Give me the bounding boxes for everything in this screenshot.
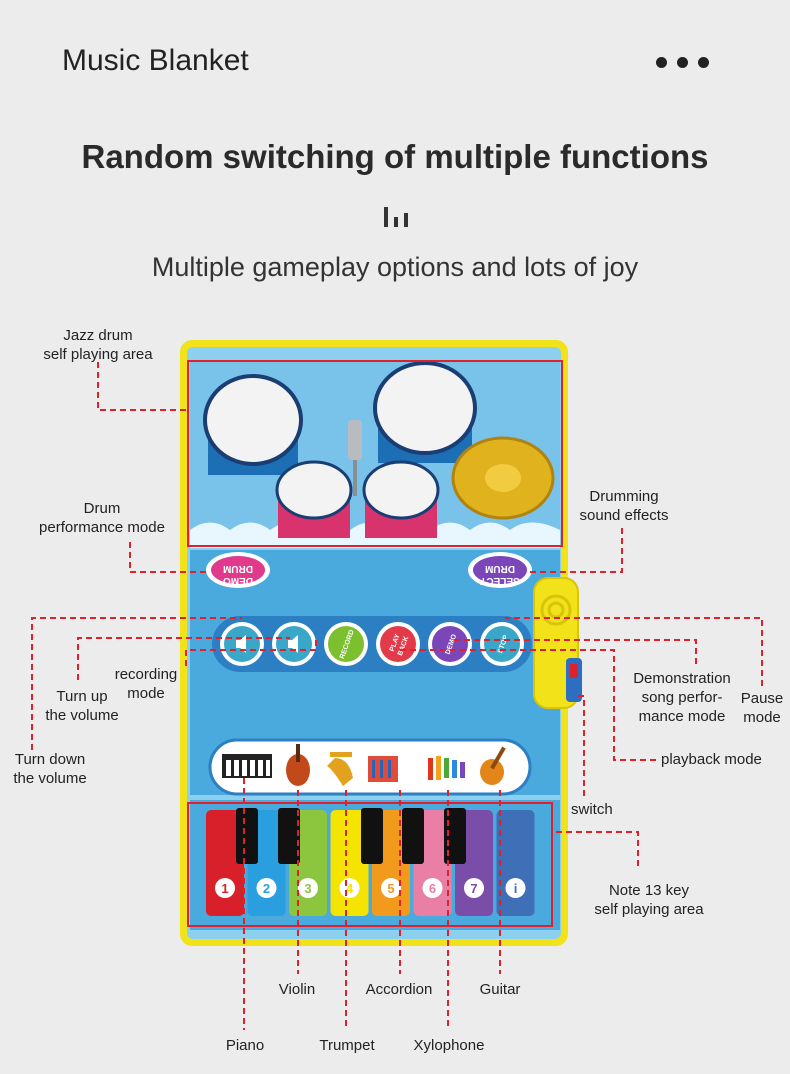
label-playback: playback mode (661, 751, 762, 768)
piano-key-8: i (496, 810, 535, 916)
black-key-1 (236, 808, 258, 864)
drum-select-label-line1: DRUM (485, 563, 515, 574)
tom-drum-right (362, 460, 440, 538)
keys-area-box (187, 802, 553, 927)
page-title: Music Blanket (62, 44, 249, 77)
guitar-icon (480, 746, 506, 785)
power-switch (570, 664, 578, 678)
bass-drum-right (373, 361, 477, 463)
black-key-2 (278, 808, 300, 864)
control-box (533, 577, 582, 709)
subheadline: Multiple gameplay options and lots of jo… (151, 252, 639, 282)
label-piano: Piano (225, 1037, 265, 1054)
label-accordion: Accordion (365, 981, 433, 998)
drum-select-label-line2: SELECT (480, 575, 519, 586)
trumpet-icon (327, 752, 353, 786)
microphone (348, 420, 362, 460)
violin-icon (286, 744, 310, 786)
piano-key-4: 4 (330, 810, 369, 916)
mat-button-3: RECORD (324, 622, 368, 666)
piano-icon (222, 754, 272, 778)
drum-demo-label-line1: DRUM (223, 563, 253, 574)
more-horizontal-icon[interactable] (656, 57, 709, 68)
drum-area-box (187, 360, 563, 547)
piano-key-number: 1 (221, 881, 228, 896)
volume-down-icon (236, 635, 246, 653)
drum-select-badge: DRUM SELECT (468, 552, 532, 588)
black-key-4 (402, 808, 424, 864)
mat-button-1 (220, 622, 264, 666)
mat-button-2 (272, 622, 316, 666)
equalizer-bars-icon (382, 207, 408, 229)
accordion-icon (368, 756, 398, 782)
piano-key-number: 6 (429, 881, 436, 896)
label-xylophone: Xylophone (413, 1037, 485, 1054)
piano-key-number: 7 (470, 881, 477, 896)
drum-demo-badge: DRUM DEMO (206, 552, 270, 588)
headline: Random switching of multiple functions (81, 138, 709, 175)
volume-up-icon (288, 635, 298, 653)
piano-key-number: 3 (304, 881, 311, 896)
drum-demo-label-line2: DEMO (223, 575, 253, 586)
label-switch: switch (571, 801, 613, 818)
label-trumpet: Trumpet (319, 1037, 375, 1054)
piano-key-number: 5 (387, 881, 394, 896)
xylophone-icon (428, 756, 465, 780)
piano-key-number: 2 (263, 881, 270, 896)
label-violin: Violin (278, 981, 316, 998)
label-guitar: Guitar (479, 981, 521, 998)
piano-key-number: 4 (346, 881, 354, 896)
black-key-3 (361, 808, 383, 864)
mat-button-6: STOP (480, 622, 524, 666)
bass-drum-left (203, 374, 303, 475)
tom-drum-left (275, 460, 353, 538)
black-key-5 (444, 808, 466, 864)
piano-key-number: i (514, 881, 518, 896)
mat-button-5: DEMO (428, 622, 472, 666)
piano-key-1: 1 (206, 810, 244, 916)
